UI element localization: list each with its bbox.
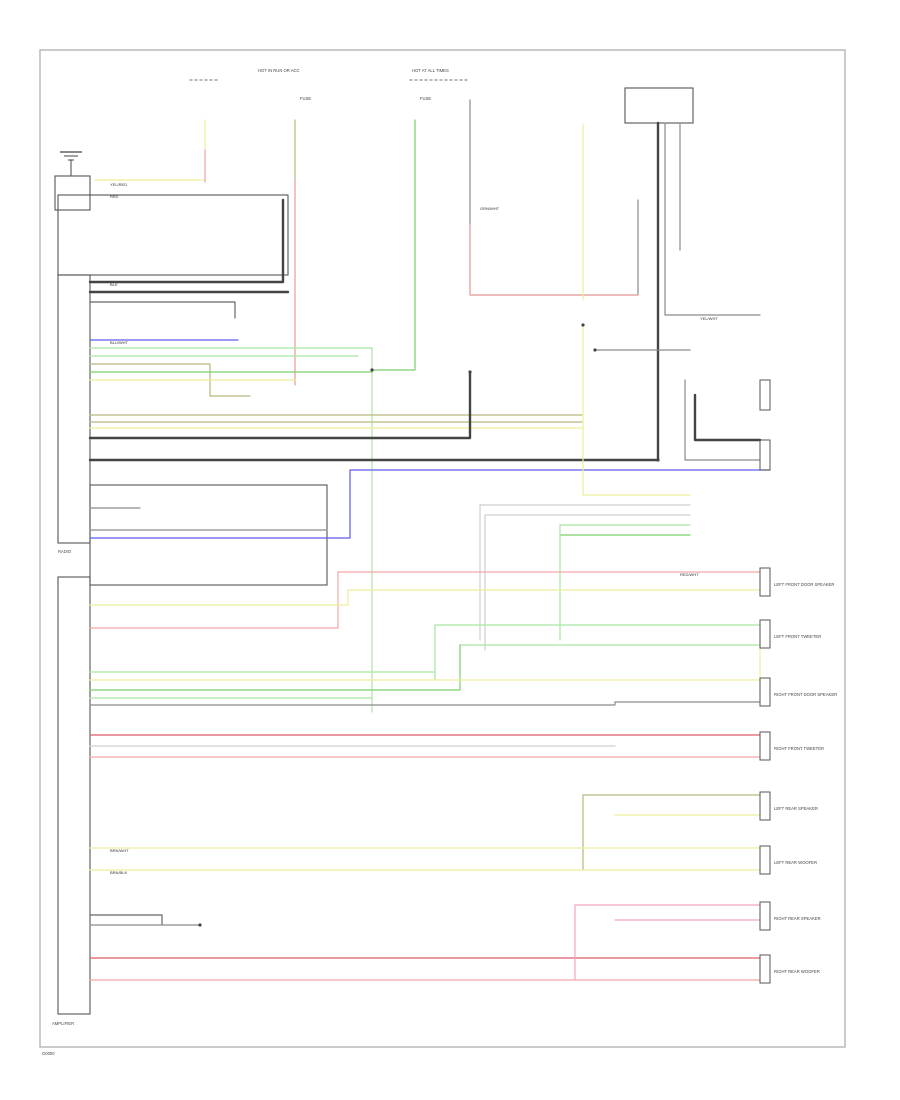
speaker-label-4: RIGHT FRONT TWEETER [774, 746, 824, 751]
speaker-label-1: LEFT FRONT DOOR SPEAKER [774, 582, 834, 587]
speaker-label-2: LEFT FRONT TWEETER [774, 634, 821, 639]
wire-tag-blu-wht: BLU/WHT [110, 340, 129, 345]
speaker-label-5: LEFT REAR SPEAKER [774, 806, 818, 811]
wire-tag-red: RED [110, 194, 119, 199]
wire-tag-brn-wht: BRN/WHT [110, 848, 129, 853]
wire-tag-grn-wht: GRN/WHT [480, 206, 500, 211]
fuse-left-label: FUSE [300, 96, 311, 101]
radio-unit-box [57, 274, 91, 544]
antenna-symbol [60, 151, 82, 176]
speaker-symbols [759, 379, 771, 984]
speaker-label-6: LEFT REAR WOOFER [774, 860, 817, 865]
footer-code: G0000 [42, 1051, 55, 1056]
antenna-connector-box [57, 194, 289, 276]
diagram-frame [39, 49, 846, 1048]
amplifier-label: AMPLIFIER [52, 1021, 74, 1026]
radio-label: RADIO [58, 549, 72, 554]
radio-subbox [89, 484, 328, 586]
splice-points [198, 323, 660, 927]
control-unit-box [624, 87, 694, 124]
speaker-label-3: RIGHT FRONT DOOR SPEAKER [774, 692, 837, 697]
wire-tag-brn-blk: BRN/BLK [110, 870, 127, 875]
amplifier-unit-box [57, 576, 91, 1015]
speaker-label-7: RIGHT REAR SPEAKER [774, 916, 821, 921]
speaker-label-8: RIGHT REAR WOOFER [774, 969, 820, 974]
fuse-right-label: FUSE [420, 96, 431, 101]
wire-tag-yel-wht: YEL/WHT [700, 316, 718, 321]
hot-at-all-times-label: HOT AT ALL TIMES [412, 68, 449, 73]
antenna-amplifier-box [54, 175, 91, 211]
wire-tag-yel-red: YEL/RED [110, 182, 127, 187]
hot-in-run-label: HOT IN RUN OR ACC [258, 68, 300, 73]
wire-tag-red-wht: RED/WHT [680, 572, 699, 577]
wire-tag-blk: BLK [110, 282, 118, 287]
